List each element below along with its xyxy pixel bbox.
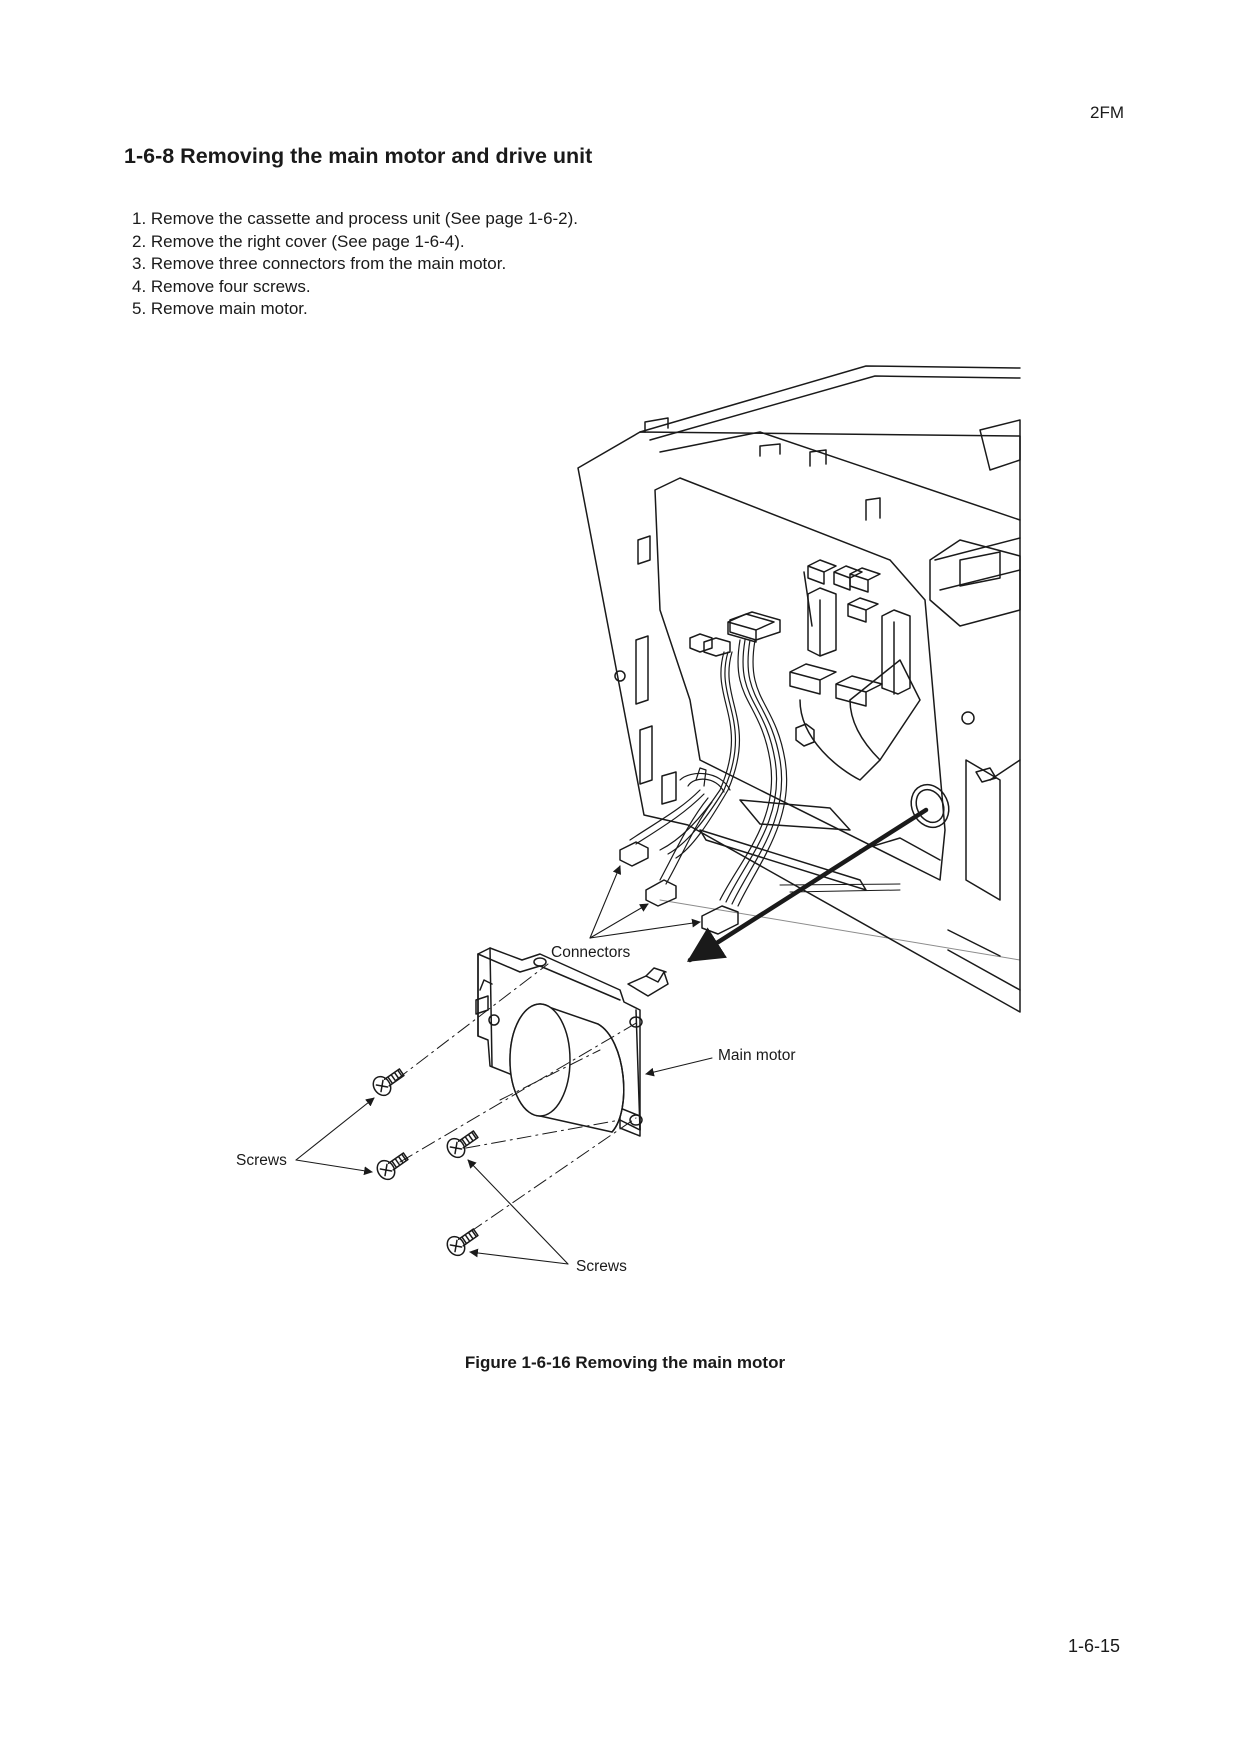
printer-frame (577, 365, 1021, 1013)
screws-left-leaders (295, 1097, 375, 1176)
section-title: 1-6-8 Removing the main motor and drive … (124, 144, 593, 168)
screw-icon (446, 1228, 479, 1257)
wire-harness (629, 639, 788, 907)
screws (372, 1068, 479, 1257)
procedure-steps: 1. Remove the cassette and process unit … (132, 208, 578, 321)
callout-screws-bottom: Screws (576, 1258, 627, 1275)
figure-caption: Figure 1-6-16 Removing the main motor (464, 1353, 786, 1372)
main-motor-illustration (295, 365, 1021, 1265)
main-motor-leader (645, 1057, 713, 1077)
main-motor (475, 947, 669, 1137)
screw-icon (372, 1068, 405, 1097)
step-3: 3. Remove three connectors from the main… (132, 254, 507, 274)
step-5: 5. Remove main motor. (132, 299, 308, 319)
connectors (619, 611, 781, 935)
step-4: 4. Remove four screws. (132, 276, 311, 296)
callout-connectors: Connectors (551, 944, 631, 961)
page-code: 2FM (1090, 103, 1124, 122)
step-2: 2. Remove the right cover (See page 1-6-… (132, 231, 465, 251)
screw-icon (376, 1152, 409, 1181)
callout-screws-left: Screws (236, 1152, 287, 1169)
screw-icon (446, 1130, 479, 1159)
alignment-lines (395, 963, 639, 1233)
step-1: 1. Remove the cassette and process unit … (132, 209, 579, 228)
callout-main-motor: Main motor (718, 1047, 796, 1064)
removal-arrow (686, 807, 929, 963)
page-number: 1-6-15 (1068, 1636, 1121, 1656)
connectors-leaders (589, 865, 701, 939)
screws-bottom-leaders (467, 1159, 569, 1265)
